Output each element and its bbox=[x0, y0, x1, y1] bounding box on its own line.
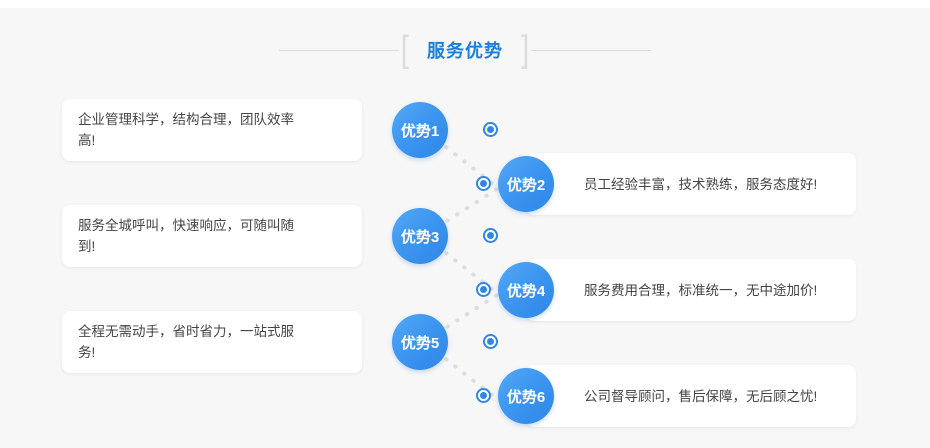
section-heading: [ 服务优势 ] bbox=[0, 28, 930, 70]
advantage-card-3[interactable]: 服务全城呼叫，快速响应，可随叫随到! bbox=[62, 205, 362, 267]
advantage-row-2: 员工经验丰富，技术熟练，服务态度好! 优势2 bbox=[476, 153, 870, 215]
advantage-badge-5: 优势5 bbox=[392, 314, 448, 370]
advantage-marker-5 bbox=[483, 334, 498, 349]
advantage-card-1[interactable]: 企业管理科学，结构合理，团队效率高! bbox=[62, 99, 362, 161]
page-title: 服务优势 bbox=[427, 41, 503, 61]
advantage-text-5: 全程无需动手，省时省力，一站式服务! bbox=[78, 324, 294, 360]
advantage-text-3: 服务全城呼叫，快速响应，可随叫随到! bbox=[78, 218, 294, 254]
advantage-badge-6: 优势6 bbox=[498, 368, 554, 424]
advantage-card-2[interactable]: 员工经验丰富，技术熟练，服务态度好! bbox=[526, 153, 856, 215]
advantage-badge-2: 优势2 bbox=[498, 156, 554, 212]
advantage-row-6: 公司督导顾问，售后保障，无后顾之忧! 优势6 bbox=[476, 365, 870, 427]
advantage-row-1: 企业管理科学，结构合理，团队效率高! 优势1 bbox=[62, 99, 498, 161]
advantage-marker-6 bbox=[476, 388, 491, 403]
advantage-marker-3 bbox=[483, 228, 498, 243]
advantage-text-2: 员工经验丰富，技术熟练，服务态度好! bbox=[584, 176, 818, 192]
advantage-card-4[interactable]: 服务费用合理，标准统一，无中途加价! bbox=[526, 259, 856, 321]
advantage-row-4: 服务费用合理，标准统一，无中途加价! 优势4 bbox=[476, 259, 870, 321]
top-white-strip bbox=[0, 0, 930, 8]
bracket-right-icon: ] bbox=[521, 28, 530, 70]
advantage-row-5: 全程无需动手，省时省力，一站式服务! 优势5 bbox=[62, 311, 498, 373]
advantage-marker-4 bbox=[476, 282, 491, 297]
advantage-text-4: 服务费用合理，标准统一，无中途加价! bbox=[584, 282, 818, 298]
advantage-row-3: 服务全城呼叫，快速响应，可随叫随到! 优势3 bbox=[62, 205, 498, 267]
heading-rule-left bbox=[278, 49, 399, 51]
advantage-card-5[interactable]: 全程无需动手，省时省力，一站式服务! bbox=[62, 311, 362, 373]
advantage-badge-1: 优势1 bbox=[392, 102, 448, 158]
advantage-marker-1 bbox=[483, 122, 498, 137]
advantage-marker-2 bbox=[476, 176, 491, 191]
advantage-text-1: 企业管理科学，结构合理，团队效率高! bbox=[78, 112, 294, 148]
advantage-card-6[interactable]: 公司督导顾问，售后保障，无后顾之忧! bbox=[526, 365, 856, 427]
advantage-text-6: 公司督导顾问，售后保障，无后顾之忧! bbox=[584, 388, 818, 404]
bracket-left-icon: [ bbox=[400, 28, 409, 70]
advantage-badge-3: 优势3 bbox=[392, 208, 448, 264]
heading-rule-right bbox=[531, 49, 652, 51]
advantage-badge-4: 优势4 bbox=[498, 262, 554, 318]
